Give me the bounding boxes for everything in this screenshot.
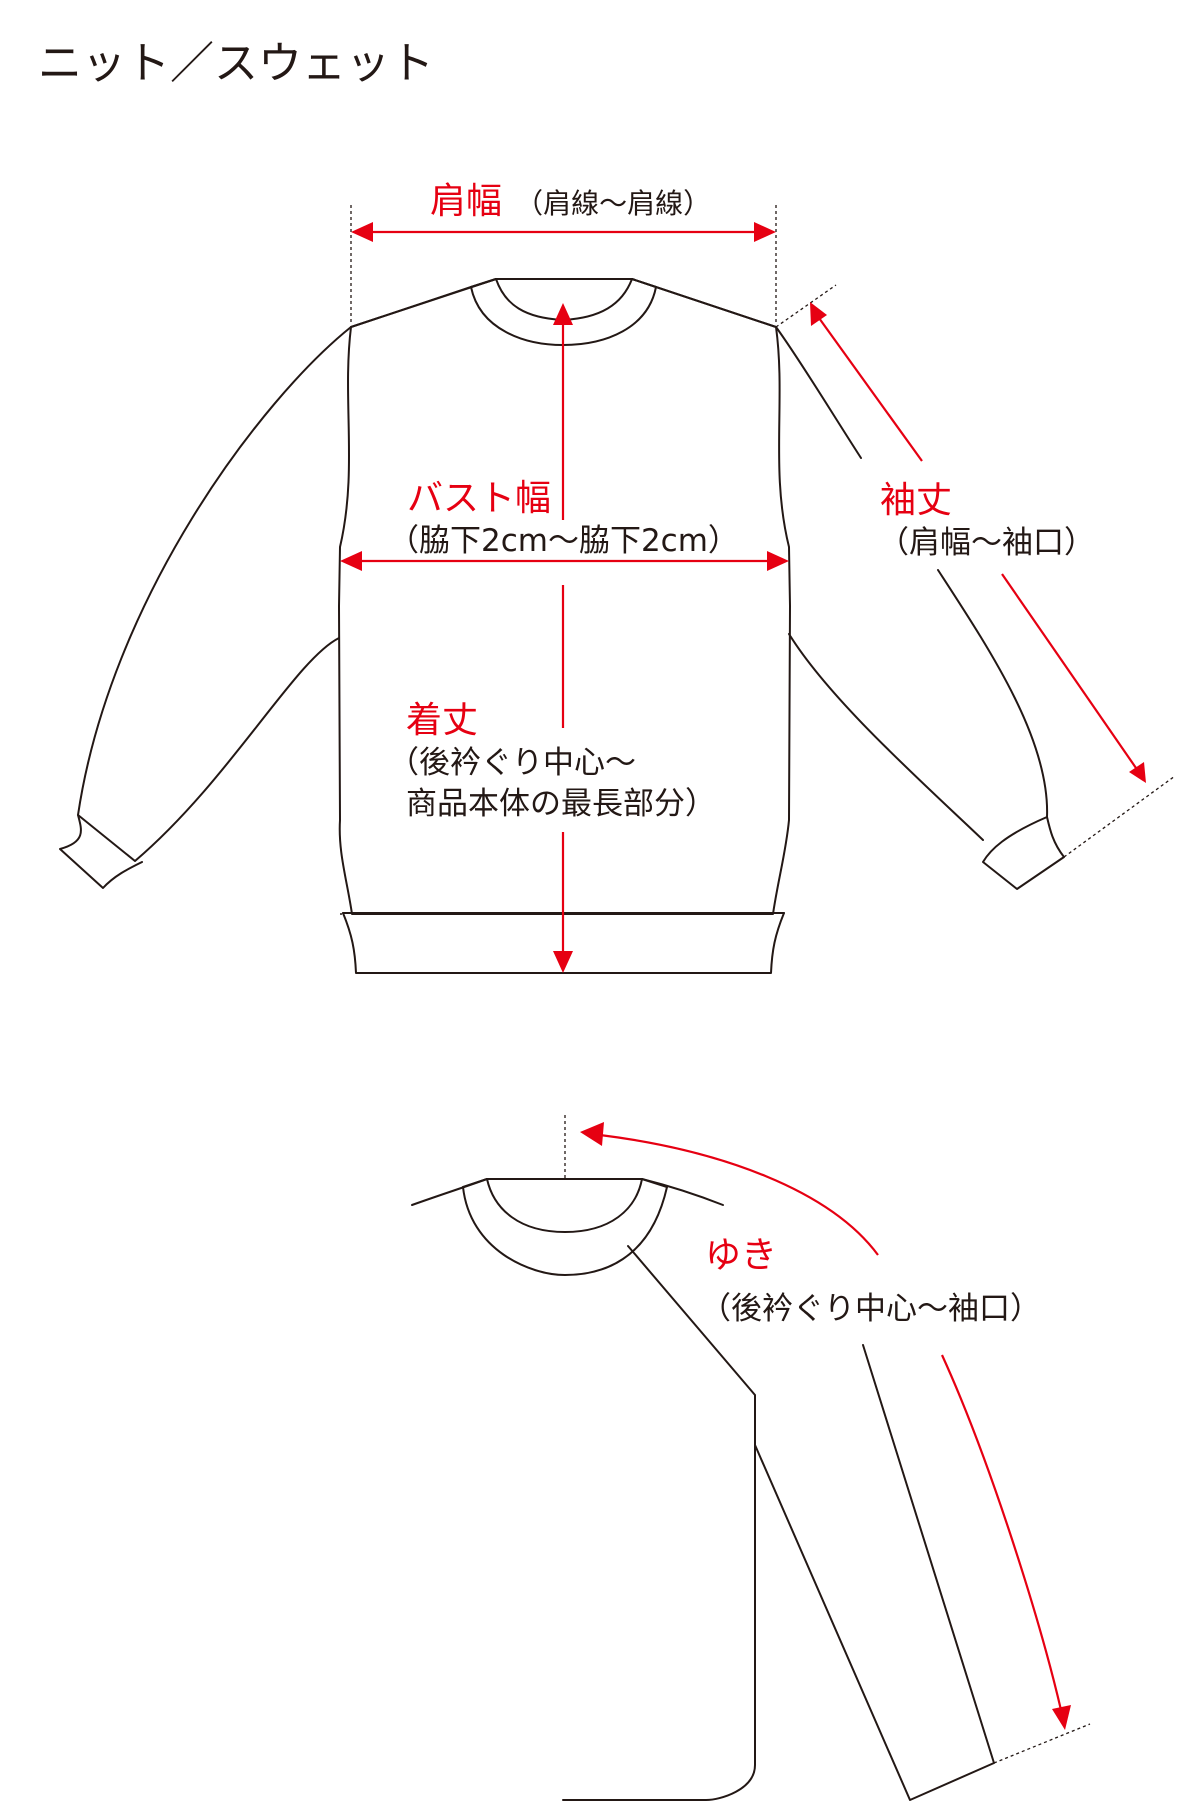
back-neck-outer	[462, 1186, 668, 1276]
left-sleeve	[77, 326, 352, 862]
body-length-arrow	[553, 303, 573, 973]
yuki-guide-bottom	[993, 1723, 1091, 1764]
left-cuff	[59, 814, 143, 889]
sleeve-length-arrow	[810, 302, 1146, 783]
back-neck-inner	[486, 1178, 643, 1233]
sleeve-guide-top	[775, 284, 837, 328]
shoulder-width-arrow	[351, 222, 776, 242]
sweater-front-outline	[59, 278, 1065, 974]
left-shoulder	[350, 286, 472, 328]
right-sleeve-upper	[775, 326, 862, 459]
body-length-note-line1: （後衿ぐり中心〜	[388, 745, 636, 781]
right-sleeve-lower	[788, 569, 1049, 841]
body-length-label: 着丈	[406, 700, 478, 741]
right-shoulder	[655, 286, 777, 328]
shoulder-width-note: （肩線〜肩線）	[515, 187, 711, 220]
side-sleeve	[754, 1344, 995, 1801]
bust-width-label: バスト幅	[407, 478, 551, 519]
svg-text:肩幅 （肩線〜肩線）: 肩幅 （肩線〜肩線）	[430, 181, 711, 222]
body-length-note-line2: 商品本体の最長部分）	[406, 786, 716, 822]
sleeve-guide-bottom	[1063, 775, 1176, 858]
page-title: ニット／スウェット	[38, 38, 434, 89]
sweater-side-outline	[411, 1178, 995, 1801]
sleeve-length-note: （肩幅〜袖口）	[878, 525, 1095, 561]
bust-width-note: （脇下2cm〜脇下2cm）	[388, 523, 739, 559]
hem-band	[342, 912, 785, 974]
yuki-label: ゆき	[705, 1235, 777, 1276]
shoulder-width-label: 肩幅	[430, 181, 502, 222]
sleeve-length-label: 袖丈	[880, 480, 952, 521]
bust-width-arrow	[340, 551, 789, 571]
right-cuff	[982, 816, 1065, 890]
yuki-arrow	[580, 1122, 1071, 1730]
yuki-note: （後衿ぐり中心〜袖口）	[700, 1291, 1041, 1327]
side-body	[562, 1245, 756, 1801]
